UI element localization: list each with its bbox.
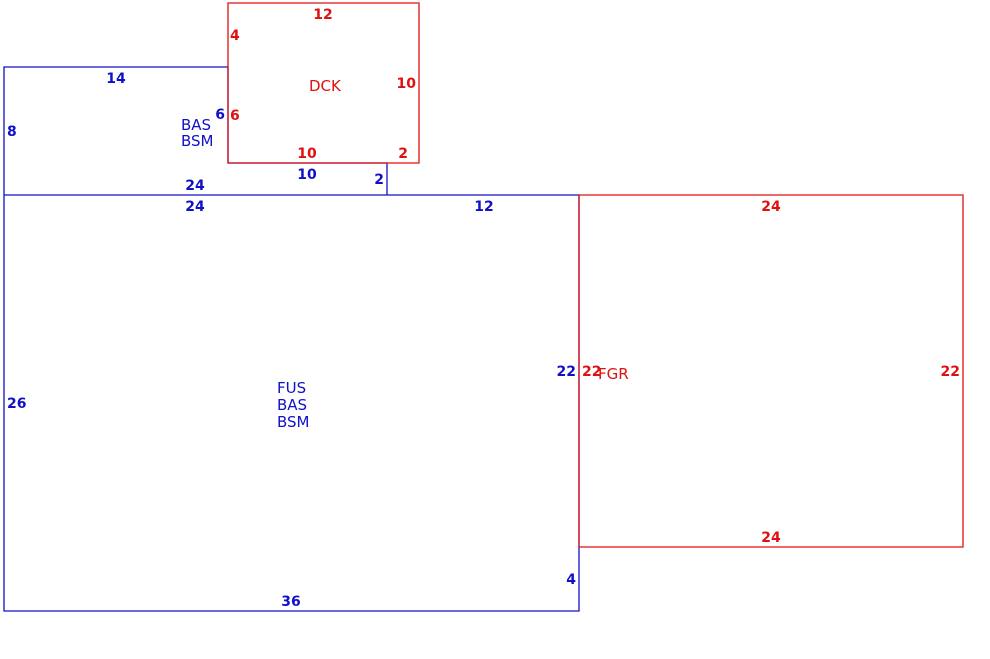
dimension-label: 8 (7, 124, 17, 140)
fgr-label: FGR (598, 365, 629, 383)
fus-bas-bsm-label-line-1: FUS (277, 379, 306, 397)
dimension-label: 24 (761, 199, 781, 215)
dck-outline (227, 2, 420, 164)
dimension-label: 36 (281, 594, 300, 610)
dimension-label: 14 (106, 71, 126, 87)
dimension-label: 12 (474, 199, 493, 215)
dimension-label: 22 (582, 364, 601, 380)
dimension-label: 22 (941, 364, 960, 380)
dck-label: DCK (309, 77, 342, 95)
bas-bsm-label-line-1: BAS (181, 116, 211, 134)
dimension-label: 10 (297, 167, 317, 183)
fus-bas-bsm-label-line-3: BSM (277, 413, 310, 431)
dimension-label: 2 (374, 172, 384, 188)
dimension-label: 26 (7, 396, 26, 412)
dimension-label: 2 (398, 146, 408, 162)
fgr-outline (578, 194, 964, 548)
dimension-label: 24 (185, 178, 205, 194)
dimension-label: 22 (557, 364, 576, 380)
dimension-label: 4 (230, 28, 240, 44)
dimension-label: 6 (215, 107, 225, 123)
dimension-label: 24 (185, 199, 205, 215)
dimension-label: 10 (397, 76, 417, 92)
dimension-label: 12 (313, 7, 332, 23)
dimension-label: 10 (297, 146, 317, 162)
dimension-label: 4 (566, 572, 576, 588)
dimension-label: 24 (761, 530, 781, 546)
fus-bas-bsm-label-line-2: BAS (277, 396, 307, 414)
bas-bsm-label-line-2: BSM (181, 132, 214, 150)
dimension-label: 6 (230, 108, 240, 124)
